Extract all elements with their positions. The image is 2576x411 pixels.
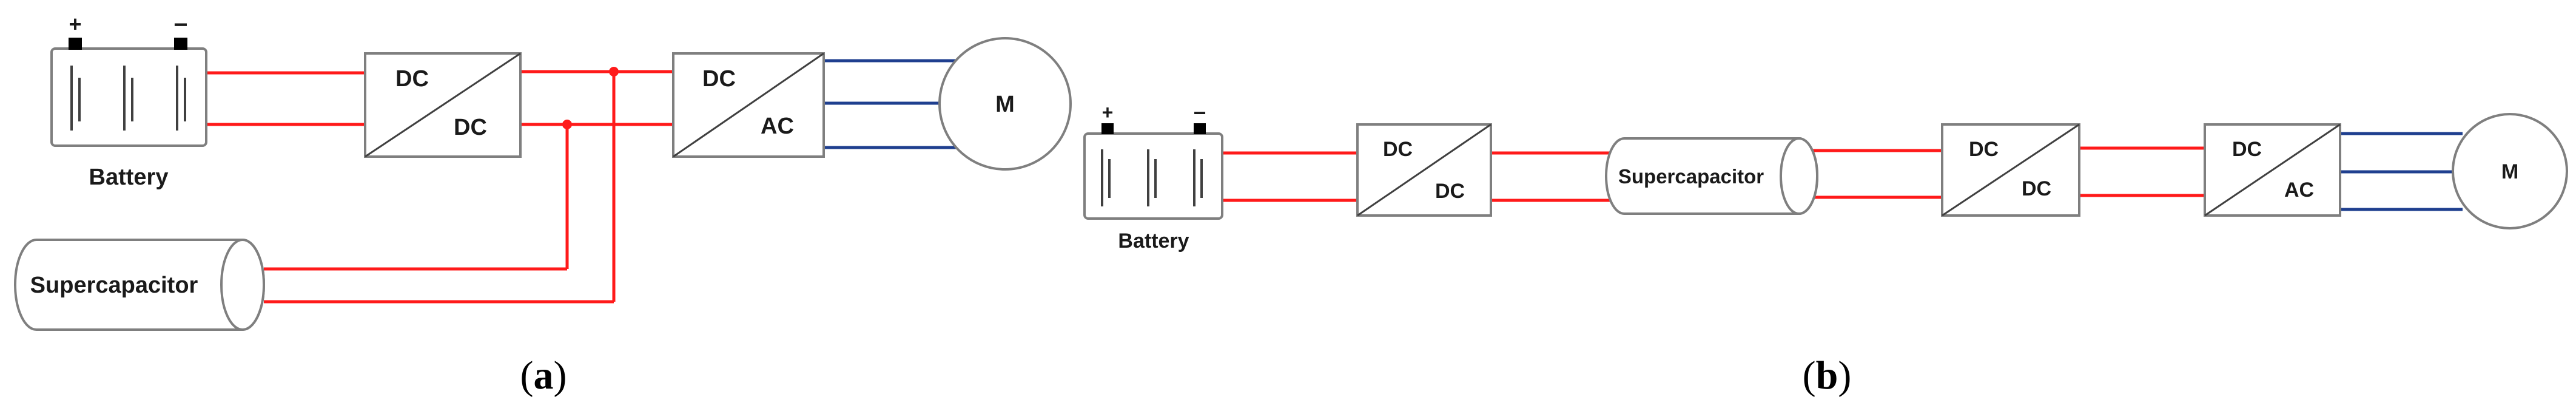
battery-minus-sign: − bbox=[173, 12, 187, 38]
battery-terminal-pos bbox=[1101, 123, 1114, 134]
junction-dot-neg bbox=[562, 120, 572, 129]
converter-output-label: AC bbox=[761, 114, 794, 139]
motor-b: M bbox=[2452, 113, 2568, 229]
converter-dcac-a: DC AC bbox=[672, 52, 825, 158]
converter-dcdc-b1: DC DC bbox=[1356, 123, 1492, 217]
converter-dcdc-a: DC DC bbox=[364, 52, 522, 158]
converter-output-label: DC bbox=[454, 115, 487, 140]
converter-output-label: DC bbox=[1435, 180, 1465, 203]
converter-input-label: DC bbox=[395, 66, 429, 92]
battery-label: Battery bbox=[1118, 229, 1189, 253]
battery-terminal-pos bbox=[69, 38, 82, 50]
panel-caption-a: (a) bbox=[520, 353, 567, 398]
supercapacitor-label: Supercapacitor bbox=[1618, 165, 1764, 188]
motor-label: M bbox=[995, 92, 1015, 117]
converter-output-label: AC bbox=[2284, 178, 2314, 202]
panel-caption-letter: a bbox=[534, 353, 554, 398]
converter-dcac-b: DC AC bbox=[2204, 123, 2341, 217]
supercapacitor-end-cap bbox=[220, 239, 265, 331]
converter-diagonal bbox=[365, 52, 521, 158]
supercapacitor-a: Supercapacitor bbox=[14, 239, 265, 331]
supercapacitor-b: Supercapacitor bbox=[1605, 137, 1818, 215]
converter-diagonal bbox=[1942, 123, 2080, 217]
battery-body bbox=[50, 47, 207, 147]
battery-body bbox=[1083, 132, 1223, 220]
converter-diagonal bbox=[2204, 123, 2341, 217]
motor-label: M bbox=[2501, 160, 2518, 183]
battery-plus-sign: + bbox=[69, 12, 81, 36]
converter-input-label: DC bbox=[2232, 138, 2262, 161]
motor-a: M bbox=[938, 37, 1072, 171]
battery-a: + − Battery bbox=[50, 12, 207, 190]
motor-circle bbox=[938, 37, 1072, 171]
battery-plus-sign: + bbox=[1102, 101, 1114, 123]
panel-caption-letter: b bbox=[1816, 353, 1838, 398]
battery-label: Battery bbox=[89, 165, 169, 190]
supercapacitor-end-cap bbox=[1780, 137, 1818, 215]
converter-diagonal bbox=[673, 52, 824, 158]
battery-terminal-neg bbox=[174, 38, 187, 50]
converter-diagonal bbox=[1357, 123, 1491, 217]
panel-a: + − Battery DC DC DC AC M bbox=[14, 12, 1072, 398]
converter-input-label: DC bbox=[1383, 138, 1413, 161]
battery-terminal-neg bbox=[1194, 123, 1206, 134]
converter-input-label: DC bbox=[1969, 138, 1999, 161]
junction-dot-pos bbox=[609, 67, 619, 76]
converter-dcdc-b2: DC DC bbox=[1941, 123, 2080, 217]
converter-output-label: DC bbox=[2022, 177, 2051, 200]
supercapacitor-label: Supercapacitor bbox=[30, 273, 198, 298]
battery-b: + − Battery bbox=[1083, 100, 1223, 253]
converter-input-label: DC bbox=[702, 66, 736, 92]
panel-b: + − Battery DC DC Supercapacitor bbox=[1083, 100, 2568, 398]
panel-caption-b: (b) bbox=[1803, 353, 1852, 398]
battery-minus-sign: − bbox=[1193, 100, 1206, 125]
motor-circle bbox=[2452, 113, 2568, 229]
